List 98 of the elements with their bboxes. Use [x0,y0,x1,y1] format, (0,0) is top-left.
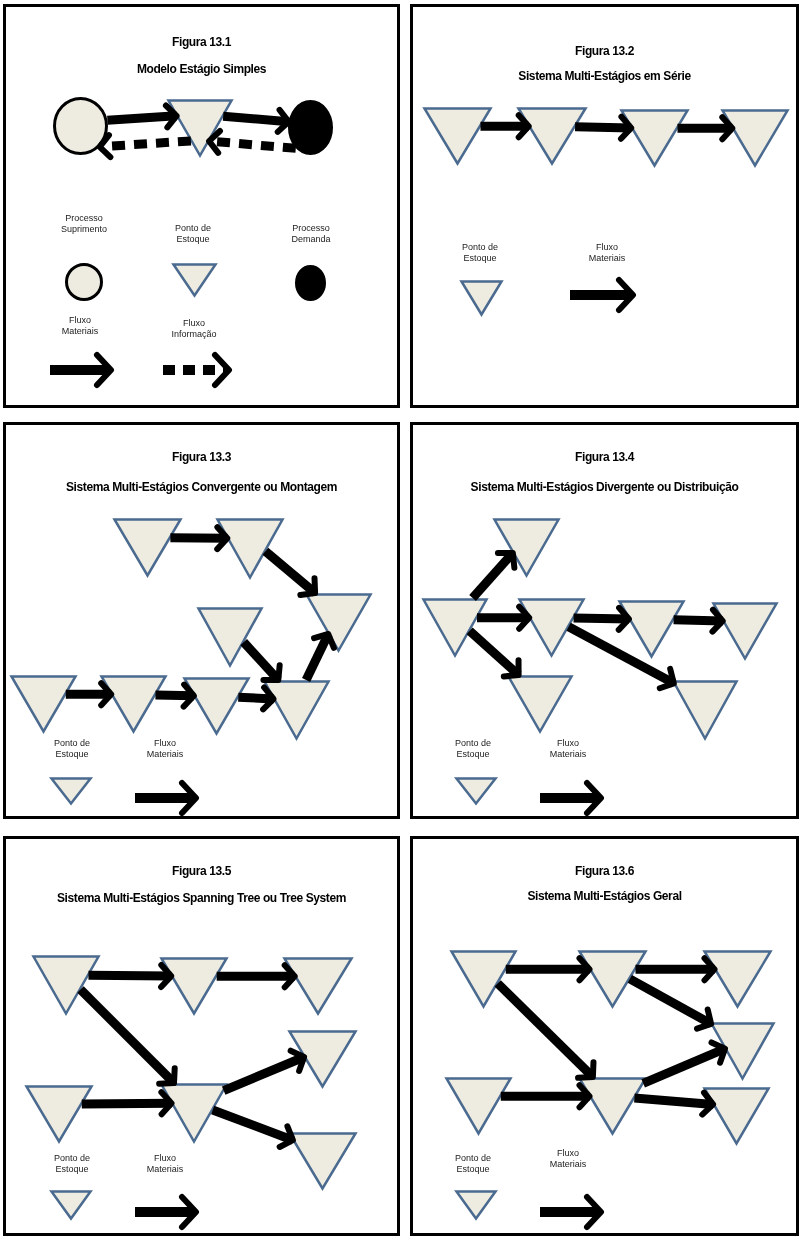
arrow [77,986,178,1087]
figure-panel [410,422,799,819]
arrow [302,631,337,682]
triangle-node [197,607,263,667]
triangle-node [703,950,772,1008]
arrow [155,681,197,710]
triangle-node [305,593,372,652]
triangle-node [423,107,492,165]
figure-title: Sistema Multi-Estágios Convergente ou Montagem [66,480,337,494]
legend-label: Ponto de Estoque [454,1153,492,1176]
arrow [641,1039,728,1088]
triangle-node [710,1022,775,1080]
legend-label: Ponto de Estoque [53,1153,91,1176]
triangle-node [216,518,284,579]
legend-label: Fluxo Informação [170,318,218,341]
triangle-node [620,109,689,167]
figure-title: Sistema Multi-Estágios Divergente ou Distribuição [470,480,739,494]
triangle-node [712,602,778,660]
triangle-node [183,677,250,735]
arrow [494,980,597,1081]
arrow [635,955,718,984]
triangle-node [517,107,587,165]
arrow [566,622,677,692]
figure-title: Sistema Multi-Estágios Spanning Tree ou Tree System [57,891,346,905]
figure-title: Modelo Estágio Simples [136,62,267,76]
figure-number: Figura 13.1 [172,35,231,49]
triangle-node [10,675,77,733]
legend-label: Ponto de Estoque [53,738,91,761]
triangle-node [160,1083,228,1143]
triangle-node [113,518,182,577]
triangle-node [578,1077,647,1135]
triangle-node [618,600,685,658]
triangle-node [507,675,573,733]
arrow [240,639,283,684]
legend-label: Fluxo Materiais [145,1153,185,1176]
figure-number: Figura 13.6 [575,864,634,878]
legend-label: Processo Suprimento [60,213,108,236]
figure-panel [3,836,400,1236]
triangle-node [160,957,228,1015]
legend-label: Fluxo Materiais [587,242,627,265]
triangle-node [703,1087,770,1145]
triangle-node [100,675,167,733]
arrow [211,1105,296,1150]
triangle-node [493,518,560,577]
figure-number: Figura 13.3 [172,450,231,464]
legend-label: Ponto de Estoque [454,738,492,761]
arrow [170,524,231,553]
arrow [477,603,533,632]
figure-title: Sistema Multi-Estágios Geral [527,889,682,903]
arrow [262,547,319,598]
legend-label: Fluxo Materiais [145,738,185,761]
dashed-arrow [206,127,297,156]
arrow [634,1089,717,1118]
dashed-arrow [96,132,192,161]
triangle-node [288,1030,357,1088]
figure-number: Figura 13.5 [172,864,231,878]
triangle-node [422,598,488,657]
arrow [65,680,115,709]
circle-node [53,97,108,155]
arrow [88,962,175,990]
legend-label: Fluxo Materiais [548,738,588,761]
triangle-node [283,957,353,1015]
arrow [466,627,522,680]
triangle-node [578,950,647,1008]
figure-panel [3,422,400,819]
figure-number: Figura 13.2 [575,44,634,58]
triangle-node [672,680,738,740]
triangle-node [445,1077,512,1135]
triangle-node [32,955,100,1015]
filled-circle-node [288,100,333,155]
figure-panel [3,4,400,408]
arrow [238,684,277,713]
figure-number: Figura 13.4 [575,450,634,464]
legend-label: Ponto de Estoque [174,223,212,246]
arrow [677,114,736,143]
legend-label: Fluxo Materiais [60,315,100,338]
figure-panel [410,836,799,1236]
legend-label: Fluxo Materiais [548,1148,588,1171]
arrow [673,606,726,635]
arrow [505,955,593,984]
arrow [573,604,632,633]
arrow [500,1082,593,1111]
legend-label: Ponto de Estoque [461,242,499,265]
legend-label: Processo Demanda [290,223,332,246]
triangle-node [450,950,517,1008]
arrow [480,112,532,141]
triangle-node [25,1085,93,1143]
triangle-node [721,109,789,167]
triangle-node [518,598,585,657]
figure-panel [410,4,799,408]
figure-title: Sistema Multi-Estágios em Série [518,69,691,83]
arrow [627,974,715,1032]
arrow [81,1089,175,1118]
arrow [107,102,180,131]
triangle-node [263,680,330,740]
triangle-node [167,99,233,157]
arrow [221,1047,308,1095]
arrow [216,962,298,991]
